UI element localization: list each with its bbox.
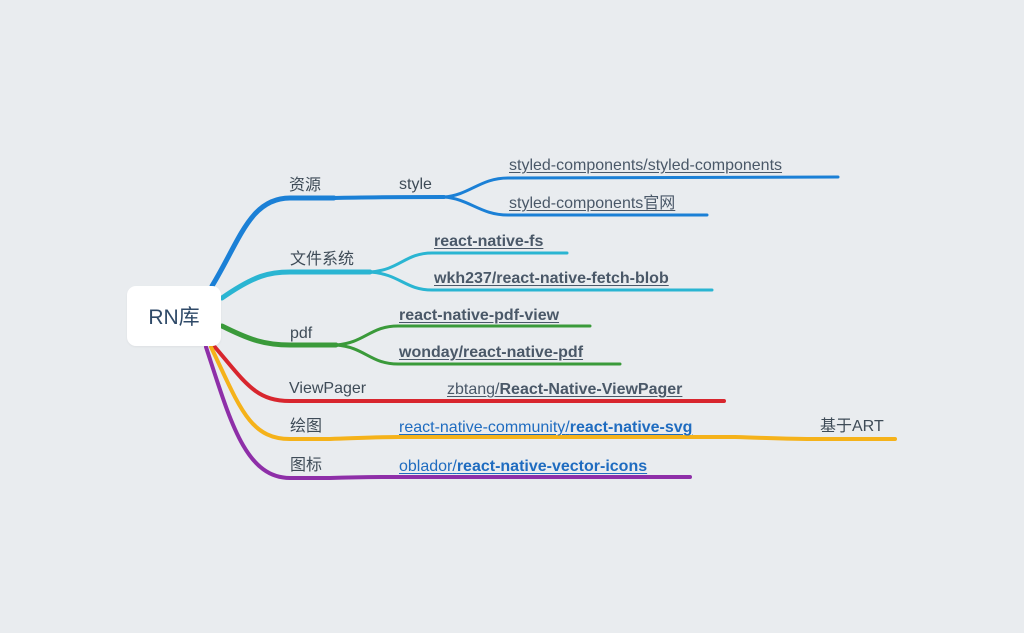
link-separator: / (495, 381, 500, 398)
connector-style-styled-components-site (442, 195, 709, 217)
link-styled-components-site[interactable]: styled-components官网 (509, 195, 676, 212)
connector-filesystem-fetch-blob (368, 270, 714, 292)
link-repo-name: react-native-svg (569, 419, 693, 436)
link-react-native-pdf-view[interactable]: react-native-pdf-view (399, 307, 560, 324)
branch-pdf-label[interactable]: pdf (290, 325, 313, 342)
root-label: RN库 (148, 306, 200, 329)
connector-drawing (209, 345, 897, 441)
connector-resources-style (332, 195, 446, 200)
link-react-native-pdf[interactable]: wonday/react-native-pdf (399, 344, 584, 361)
link-react-native-svg[interactable]: react-native-community/react-native-svg (399, 419, 692, 437)
link-separator: / (565, 419, 570, 436)
connector-style-styled-components-repo (442, 175, 840, 199)
connector-pdf (219, 323, 339, 348)
connector-resources (209, 195, 337, 289)
link-styled-components-repo[interactable]: styled-components/styled-components (509, 157, 783, 174)
link-owner: zbtang (447, 381, 496, 398)
node-note-based-on-art[interactable]: 基于ART (820, 418, 884, 435)
link-owner: react-native-community (399, 419, 566, 436)
link-separator: / (452, 458, 457, 475)
link-react-native-fs[interactable]: react-native-fs (434, 233, 544, 250)
branch-viewpager-label[interactable]: ViewPager (289, 380, 367, 397)
link-react-native-vector-icons[interactable]: oblador/react-native-vector-icons (399, 458, 647, 476)
root-node[interactable]: RN库 (127, 286, 221, 346)
connector-filesystem (219, 269, 373, 301)
node-style-label[interactable]: style (399, 176, 432, 193)
connector-viewpager (212, 344, 726, 403)
branch-icons-label[interactable]: 图标 (290, 457, 323, 474)
link-react-native-viewpager[interactable]: zbtang/React-Native-ViewPager (447, 381, 682, 399)
branch-drawing-label[interactable]: 绘图 (290, 418, 323, 435)
connector-pdf-view (334, 324, 592, 347)
link-react-native-fetch-blob[interactable]: wkh237/react-native-fetch-blob (434, 270, 669, 287)
link-owner: oblador (399, 458, 453, 475)
branch-filesystem-label[interactable]: 文件系统 (290, 251, 355, 268)
link-repo-name: react-native-vector-icons (456, 458, 648, 475)
link-repo-name: React-Native-ViewPager (499, 381, 683, 398)
branch-resources-label[interactable]: 资源 (289, 177, 322, 194)
connector-pdf-wonday (334, 343, 622, 366)
connector-icons (204, 345, 692, 480)
connector-filesystem-rnfs (368, 251, 569, 274)
